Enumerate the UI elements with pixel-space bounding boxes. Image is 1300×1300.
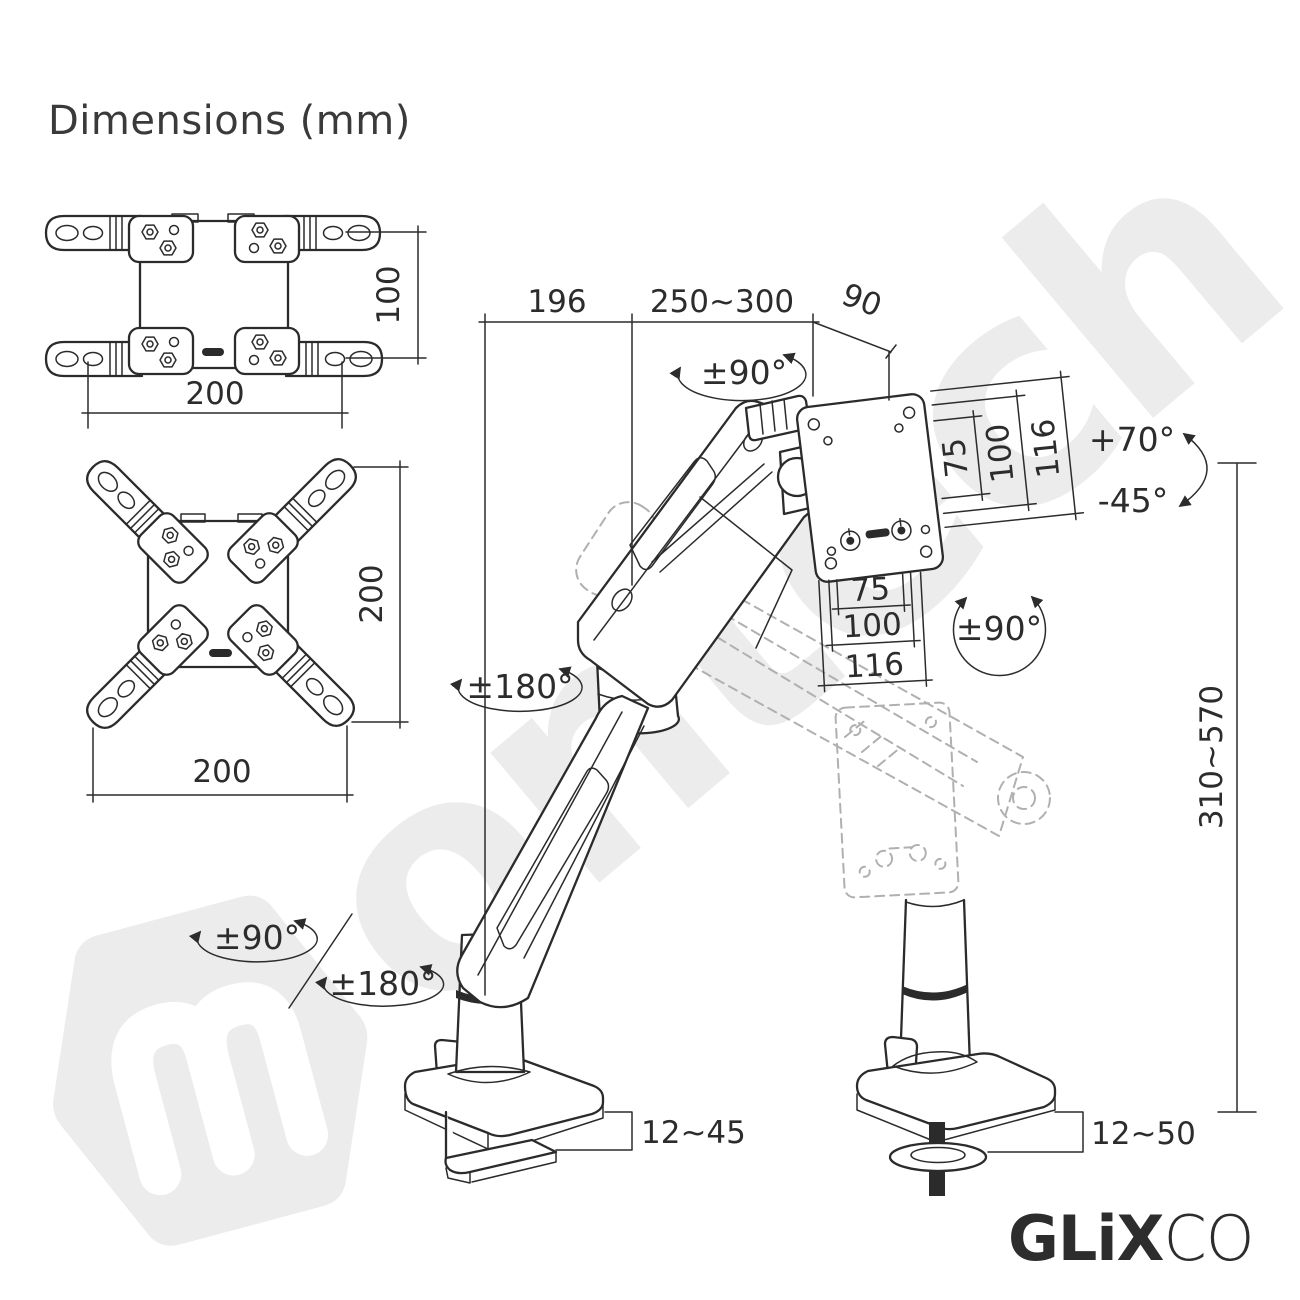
ext-bracket-width-label: 200 [185,376,244,412]
vesa-v-75-label: 75 [936,436,976,479]
vesa-h-116-label: 116 [844,646,905,685]
vesa-horizontal-dims: 75 100 116 [817,571,933,693]
brand-logo: GLiXCO [1008,1208,1255,1270]
vesa-v-116-label: 116 [1025,417,1067,480]
vesa-h-100-label: 100 [842,606,903,645]
vesa-plate [795,393,945,583]
ghost-vesa-plate [834,701,960,899]
tilt-up-label: +70° [1089,420,1175,459]
x-bracket-view: 200 200 [79,451,409,803]
tilt-down-label: -45° [1098,481,1168,520]
x-bracket-width-label: 200 [192,754,251,790]
vesa-h-75-label: 75 [850,571,891,609]
grommet-range-label: 12~50 [1091,1116,1196,1152]
ext-bracket-height-label: 100 [371,265,407,324]
clamp-range-label: 12~45 [641,1115,746,1151]
lower-arm [456,694,650,1009]
x-bracket-dimensions: 200 200 [86,460,409,803]
page-title: Dimensions (mm) [48,98,411,144]
vesa-rotation-label: ±90° [956,609,1042,648]
upper-arm [576,399,816,708]
extension-bracket-dimensions: 100 200 [81,225,427,429]
x-bracket-height-label: 200 [354,564,390,623]
extension-bracket-view: 100 200 [44,213,427,429]
arm-view: 196 250~300 90 75 100 116 75 [188,277,1257,1196]
solid-arm [403,393,1057,1196]
arm-dimensions: 196 250~300 90 75 100 116 75 [478,277,1257,1153]
grommet-base [855,898,1057,1196]
head-offset-label: 90 [837,277,887,325]
base-rotation-label: ±180° [329,964,436,1003]
brand-logo-light: CO [1163,1202,1254,1275]
base-swivel-label: ±90° [214,918,300,957]
mid-swivel-label: ±180° [466,667,573,706]
head-swivel-label: ±90° [701,353,787,392]
reach-rear-label: 196 [527,284,586,320]
brand-logo-bold: GLiX [1008,1202,1164,1275]
height-range-label: 310~570 [1194,685,1230,829]
vesa-v-100-label: 100 [980,422,1022,485]
vesa-vertical-dims: 75 100 116 [930,370,1085,529]
reach-front-label: 250~300 [650,284,794,320]
